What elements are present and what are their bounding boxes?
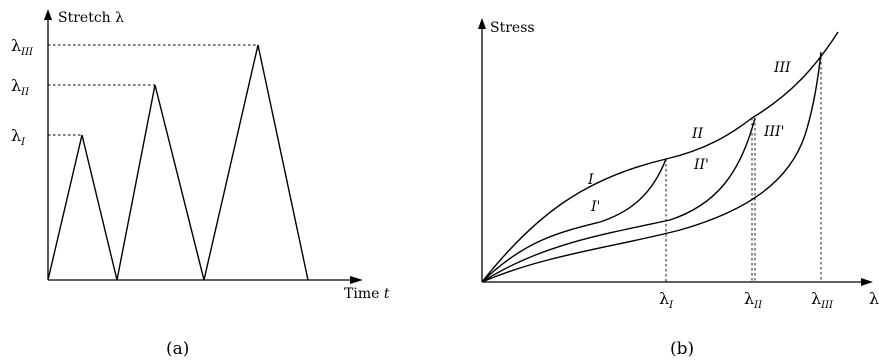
curve-III-prime: [481, 51, 822, 283]
panel-b-x-axis-label: λ: [869, 289, 879, 308]
panel-a-caption: (a): [166, 339, 189, 359]
tick-label-III: λIII: [811, 289, 834, 311]
panel-b-x-axis-arrow: [861, 278, 873, 286]
curve-I-prime: [481, 158, 667, 283]
tick-label-I: λI: [659, 289, 674, 311]
curve-label-III: III: [773, 60, 791, 76]
curve-label-I-prime: I': [590, 199, 600, 215]
level-label-III: λIII: [11, 36, 34, 58]
level-label-II: λII: [11, 76, 30, 98]
panel-b-y-axis-label: Stress: [490, 20, 535, 36]
panel-b: Stress λ λI λII λIII I I' II II' III III…: [478, 18, 879, 359]
curve-label-I: I: [587, 172, 594, 188]
stretch-signal: [47, 44, 309, 281]
panel-b-y-axis-arrow: [478, 18, 486, 29]
panel-a-x-axis-label: Time t: [344, 286, 390, 302]
curve-primary-loading: [481, 31, 839, 283]
tick-label-II: λII: [744, 289, 763, 311]
panel-a-y-axis-label: Stretch λ: [58, 10, 124, 26]
panel-a: Stretch λ Time t λI λII λIII (a): [11, 9, 390, 359]
level-label-I: λI: [11, 126, 26, 148]
panel-a-x-axis-arrow: [350, 276, 363, 284]
curve-label-III-prime: III': [763, 124, 784, 140]
curve-label-II: II: [691, 126, 704, 142]
curve-label-II-prime: II': [693, 157, 709, 173]
curve-II-prime: [481, 117, 756, 283]
panel-b-caption: (b): [670, 339, 694, 359]
panel-a-y-axis-arrow: [44, 9, 52, 20]
